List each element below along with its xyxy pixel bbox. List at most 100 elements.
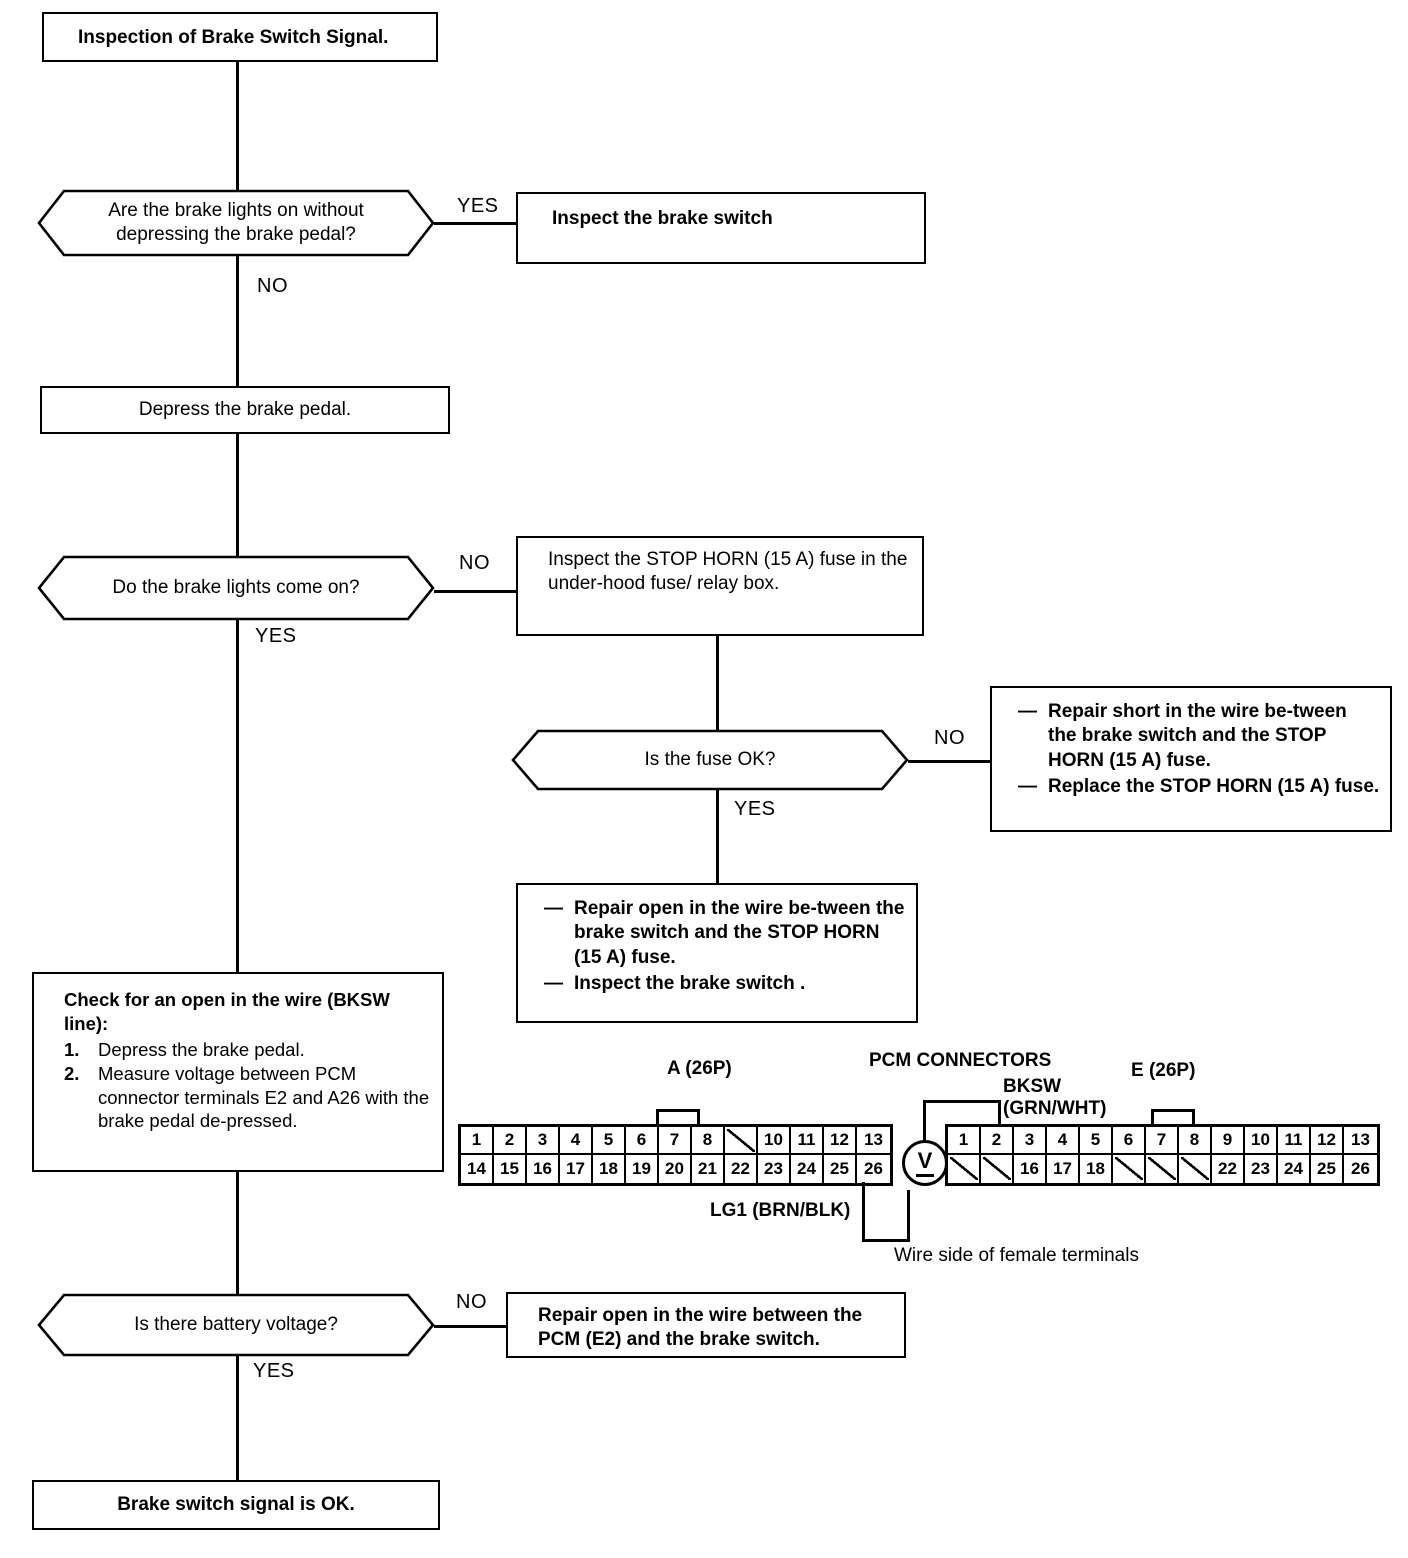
connector-e-terminal-23: 23: [1245, 1155, 1278, 1183]
edge-label-yes-4: YES: [253, 1360, 295, 1382]
pcm-connectors-heading: PCM CONNECTORS: [869, 1050, 1052, 1071]
connector-e-terminal-7: 7: [1146, 1127, 1179, 1155]
lg1-wire-segment-up-to-meter: [907, 1190, 910, 1242]
connector-e-terminal-24: 24: [1278, 1155, 1311, 1183]
repair-short-item-2-text: Replace the STOP HORN (15 A) fuse.: [1048, 775, 1380, 797]
flow-line-fuseok-yes: [716, 790, 719, 883]
connector-a-terminal-22: 22: [725, 1155, 758, 1183]
connector-a-terminal-blank-9: [725, 1127, 758, 1155]
connector-e-terminal-26: 26: [1344, 1155, 1377, 1183]
connector-e-terminal-9: 9: [1212, 1127, 1245, 1155]
flow-line-decision4-no: [434, 1325, 506, 1328]
connector-e-terminal-11: 11: [1278, 1127, 1311, 1155]
connector-a-terminal-23: 23: [758, 1155, 791, 1183]
flow-line-decision1-yes: [434, 222, 516, 225]
result-brake-switch-ok-text: Brake switch signal is OK.: [117, 1494, 355, 1515]
flow-line-decision2-no: [434, 590, 516, 593]
connector-a-terminal-15: 15: [494, 1155, 527, 1183]
flow-line-checkopen-to-decision4: [236, 1172, 239, 1306]
connector-a-terminal-11: 11: [791, 1127, 824, 1155]
connector-e-terminal-1: 1: [948, 1127, 981, 1155]
edge-label-no-3: NO: [934, 727, 965, 749]
connector-a-keyway-tab: [656, 1109, 700, 1124]
connector-a-terminal-18: 18: [593, 1155, 626, 1183]
check-open-step-1-text: Depress the brake pedal.: [98, 1039, 305, 1061]
connector-a-terminal-21: 21: [692, 1155, 725, 1183]
decision-brake-lights-without-pedal-label: Are the brake lights on without depressi…: [108, 200, 364, 245]
connector-e-terminal-16: 16: [1014, 1155, 1047, 1183]
lg1-label: LG1 (BRN/BLK): [710, 1200, 851, 1221]
action-inspect-stop-horn-fuse-text: Inspect the STOP HORN (15 A) fuse in the…: [548, 549, 908, 595]
voltmeter-letter: V: [917, 1147, 933, 1173]
repair-short-item-2: — Replace the STOP HORN (15 A) fuse.: [1018, 775, 1380, 799]
connector-a-terminal-4: 4: [560, 1127, 593, 1155]
connector-e-terminal-13: 13: [1344, 1127, 1377, 1155]
action-repair-open-pcm-e2-text: Repair open in the wire between the PCM …: [538, 1305, 863, 1351]
repair-open-item-2-text: Inspect the brake switch .: [574, 972, 806, 994]
decision-fuse-ok-label: Is the fuse OK?: [644, 749, 776, 771]
action-inspect-brake-switch-text: Inspect the brake switch: [552, 208, 773, 229]
connector-e-terminal-5: 5: [1080, 1127, 1113, 1155]
bksw-wire-segment-down: [998, 1100, 1001, 1126]
action-inspect-brake-switch: Inspect the brake switch: [516, 192, 926, 264]
bksw-label-line2: (GRN/WHT): [1003, 1098, 1107, 1119]
decision-brake-lights-without-pedal: Are the brake lights on without depressi…: [37, 189, 435, 257]
connector-a-terminal-20: 20: [659, 1155, 692, 1183]
connector-e-terminal-4: 4: [1047, 1127, 1080, 1155]
connector-a-terminal-25: 25: [824, 1155, 857, 1183]
connector-a-terminal-13: 13: [857, 1127, 890, 1155]
connector-a-terminal-8: 8: [692, 1127, 725, 1155]
decision-battery-voltage: Is there battery voltage?: [37, 1293, 435, 1357]
voltmeter-bar-icon: [916, 1173, 934, 1177]
connector-e-terminal-18: 18: [1080, 1155, 1113, 1183]
edge-label-no-2: NO: [459, 552, 490, 574]
connector-e-terminal-blank-2: [981, 1155, 1014, 1183]
connector-a-terminal-10: 10: [758, 1127, 791, 1155]
lg1-wire-segment-down: [862, 1182, 865, 1242]
decision-brake-lights-come-on: Do the brake lights come on?: [37, 555, 435, 621]
connector-a-terminal-1: 1: [461, 1127, 494, 1155]
connector-e-terminal-blank-8: [1179, 1155, 1212, 1183]
edge-label-yes-2: YES: [255, 625, 297, 647]
bksw-label-line1: BKSW: [1003, 1076, 1062, 1097]
connector-a-terminal-16: 16: [527, 1155, 560, 1183]
connector-e-terminal-6: 6: [1113, 1127, 1146, 1155]
connector-e-terminal-blank-1: [948, 1155, 981, 1183]
edge-label-no-4: NO: [456, 1291, 487, 1313]
connector-e-terminal-22: 22: [1212, 1155, 1245, 1183]
action-repair-open-pcm-e2: Repair open in the wire between the PCM …: [506, 1292, 906, 1358]
connector-e-terminal-12: 12: [1311, 1127, 1344, 1155]
voltmeter-symbol: V: [902, 1140, 948, 1186]
step-number: 2.: [64, 1063, 80, 1085]
check-open-step-2: 2. Measure voltage between PCM connector…: [64, 1062, 432, 1133]
connector-a-label: A (26P): [667, 1058, 732, 1079]
edge-label-no-1: NO: [257, 275, 288, 297]
connector-a-terminal-7: 7: [659, 1127, 692, 1155]
connector-a-terminal-3: 3: [527, 1127, 560, 1155]
connector-e-terminal-blank-6: [1113, 1155, 1146, 1183]
decision-brake-lights-come-on-label: Do the brake lights come on?: [112, 577, 360, 599]
repair-short-item-1: — Repair short in the wire be-tween the …: [1018, 700, 1380, 773]
repair-short-list: — Repair short in the wire be-tween the …: [1018, 700, 1380, 799]
connector-a-terminal-12: 12: [824, 1127, 857, 1155]
check-open-heading: Check for an open in the wire (BKSW line…: [64, 989, 390, 1034]
flow-line-depress-to-decision2: [236, 434, 239, 556]
connector-e-terminal-3: 3: [1014, 1127, 1047, 1155]
edge-label-yes-1: YES: [457, 195, 499, 217]
check-open-step-2-text: Measure voltage between PCM connector te…: [98, 1063, 430, 1132]
dash-bullet-icon: —: [1018, 775, 1037, 797]
flow-line-fusebox-to-fuseok: [716, 636, 719, 742]
action-depress-brake-pedal: Depress the brake pedal.: [40, 386, 450, 434]
connector-e-terminal-blank-7: [1146, 1155, 1179, 1183]
flow-line-title-to-decision1: [236, 60, 239, 192]
check-open-steps: 1. Depress the brake pedal. 2. Measure v…: [64, 1038, 432, 1133]
connector-a-terminal-19: 19: [626, 1155, 659, 1183]
repair-open-list: — Repair open in the wire be-tween the b…: [544, 897, 906, 996]
repair-short-box: — Repair short in the wire be-tween the …: [990, 686, 1392, 832]
